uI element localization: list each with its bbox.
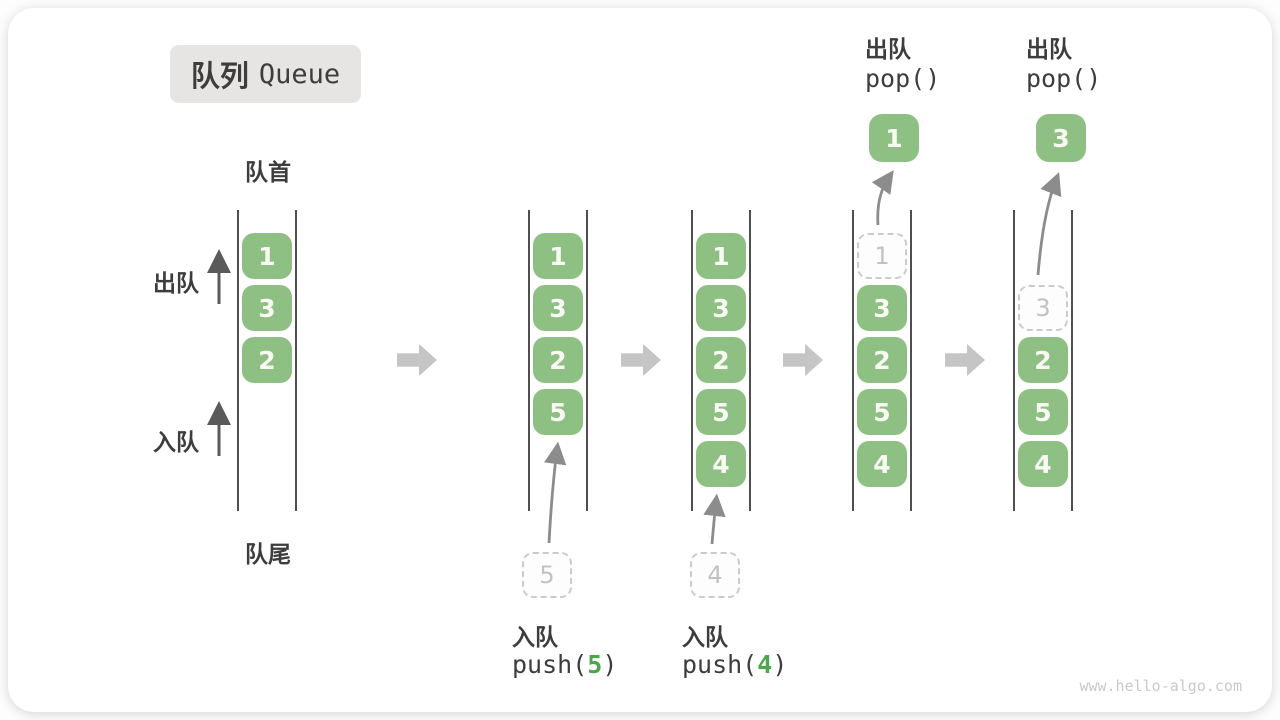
title-zh: 队列 [190,61,249,93]
push-code-label: push(5) [512,650,617,679]
queue-box: 2 [857,337,907,383]
code-open: push( [512,650,588,679]
queue-column-2 [528,210,588,511]
pop-label-zh: 出队 [865,36,911,62]
queue-box: 3 [857,285,907,331]
queue-box: 2 [696,337,746,383]
queue-column-5 [1013,210,1073,511]
queue-front-label: 队首 [245,159,291,185]
incoming-value-box: 5 [522,552,572,598]
queue-column-1 [237,210,297,511]
queue-box: 5 [857,389,907,435]
code-arg: 5 [587,650,603,679]
push-label-zh: 入队 [512,624,558,650]
queue-box: 4 [696,441,746,487]
queue-column-3 [691,210,751,511]
push-label-zh: 入队 [682,624,728,650]
queue-box: 4 [1018,441,1068,487]
queue-box-popped-slot: 3 [1018,285,1068,331]
queue-box: 1 [533,233,583,279]
queue-box: 3 [533,285,583,331]
queue-box: 5 [533,389,583,435]
queue-box: 3 [242,285,292,331]
queue-box: 5 [696,389,746,435]
queue-box: 2 [1018,337,1068,383]
code-close: ) [772,650,788,679]
pop-code-label: pop() [1026,64,1102,93]
queue-box: 3 [696,285,746,331]
dequeue-label: 出队 [153,270,199,296]
pop-code-label: pop() [865,64,941,93]
queue-box: 1 [242,233,292,279]
pop-label-zh: 出队 [1026,36,1072,62]
queue-box: 2 [533,337,583,383]
queue-box: 1 [696,233,746,279]
watermark: www.hello-algo.com [1079,677,1242,695]
title-en: Queue [258,58,341,90]
code-close: ) [602,650,618,679]
code-open: push( [682,650,758,679]
queue-box: 5 [1018,389,1068,435]
queue-column-4 [852,210,912,511]
code-arg: 4 [757,650,773,679]
queue-rear-label: 队尾 [245,541,291,567]
queue-box: 4 [857,441,907,487]
queue-box-popped-slot: 1 [857,233,907,279]
title-badge: 队列 Queue [170,45,361,103]
popped-value-box: 3 [1036,114,1086,162]
incoming-value-box: 4 [690,552,740,598]
queue-box: 2 [242,337,292,383]
enqueue-label: 入队 [153,429,199,455]
popped-value-box: 1 [869,114,919,162]
push-code-label: push(4) [682,650,787,679]
